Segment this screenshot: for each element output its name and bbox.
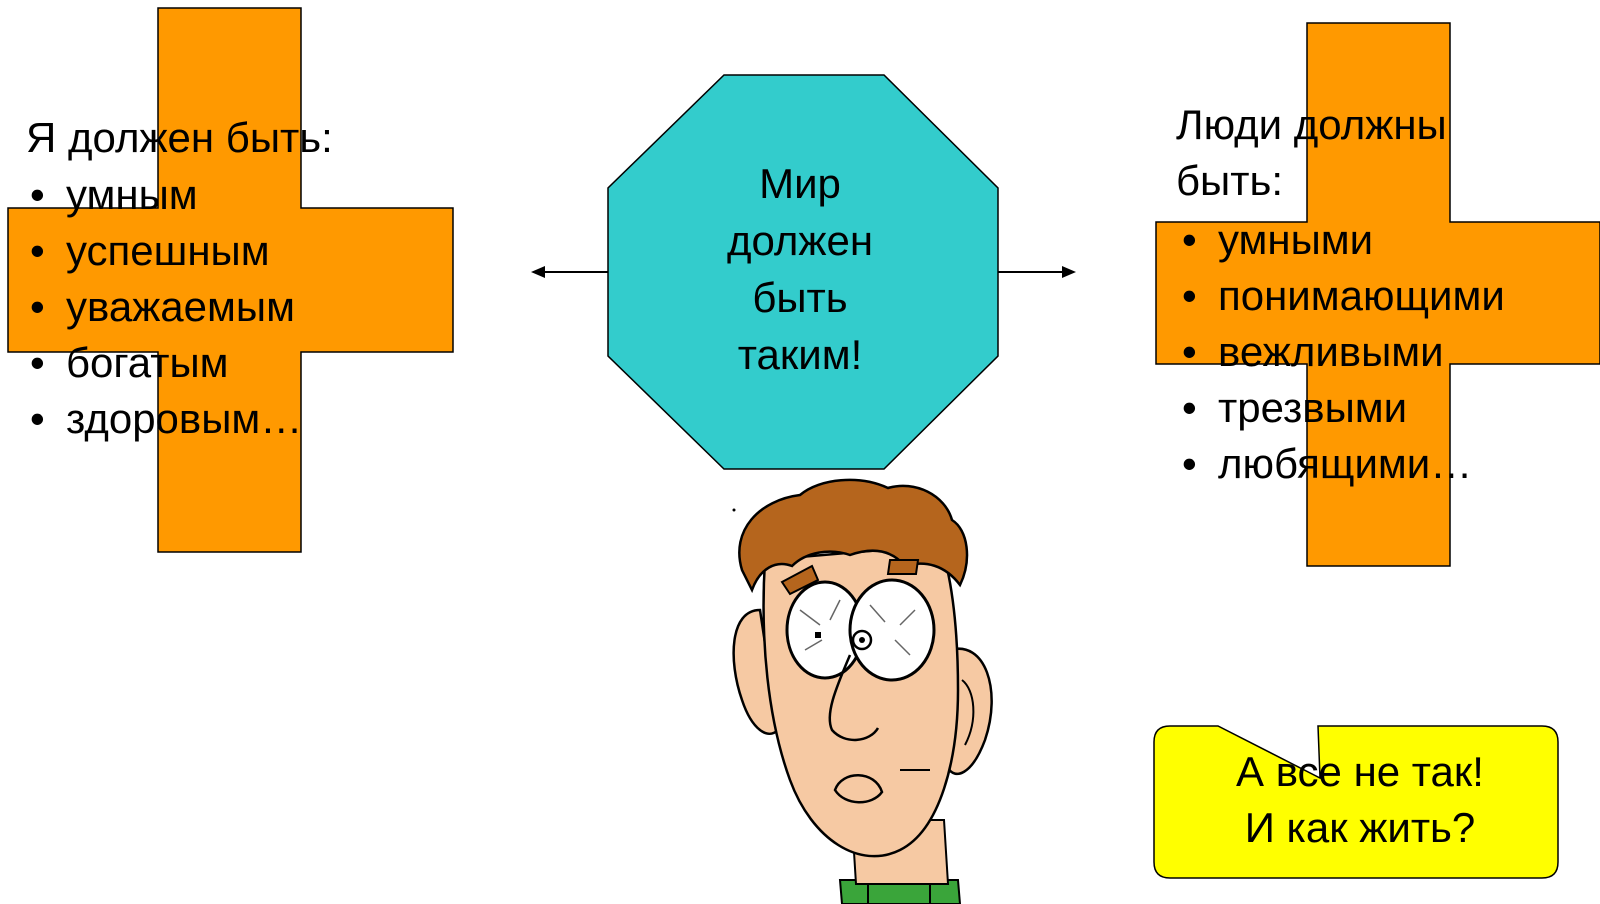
left-arrow [531, 266, 608, 278]
list-item: •здоровым… [30, 391, 302, 447]
list-item: •успешным [30, 223, 302, 279]
bullet-icon: • [1182, 272, 1197, 319]
center-octagon-shape [607, 74, 999, 470]
list-item: •понимающими [1182, 268, 1505, 324]
stressed-man-illustration [732, 478, 993, 904]
bullet-icon: • [1182, 216, 1197, 263]
bullet-icon: • [1182, 328, 1197, 375]
list-item: •умными [1182, 212, 1505, 268]
speech-bubble-text: А все не так! И как жить? [1236, 748, 1484, 851]
bullet-icon: • [30, 171, 45, 218]
right-heading-line2: быть: [1176, 157, 1284, 204]
bullet-icon: • [1182, 384, 1197, 431]
speech-bubble-shape [1153, 725, 1559, 879]
list-item: •богатым [30, 335, 302, 391]
right-cross-shape [1155, 22, 1600, 567]
list-item: •любящими… [1182, 436, 1505, 492]
list-item: •трезвыми [1182, 380, 1505, 436]
left-heading: Я должен быть: [26, 114, 333, 161]
bullet-icon: • [30, 283, 45, 330]
right-list: •умными •понимающими •вежливыми •трезвым… [1182, 212, 1505, 492]
bullet-icon: • [30, 395, 45, 442]
center-octagon-text: Мир должен быть таким! [726, 160, 874, 378]
right-arrow [995, 266, 1076, 278]
list-item: •вежливыми [1182, 324, 1505, 380]
bullet-icon: • [30, 339, 45, 386]
bullet-icon: • [30, 227, 45, 274]
bullet-icon: • [1182, 440, 1197, 487]
left-cross-shape [7, 7, 454, 553]
list-item: •уважаемым [30, 279, 302, 335]
right-heading-line1: Люди должны [1176, 101, 1447, 148]
list-item: •умным [30, 167, 302, 223]
left-list: •умным •успешным •уважаемым •богатым •зд… [30, 167, 302, 447]
